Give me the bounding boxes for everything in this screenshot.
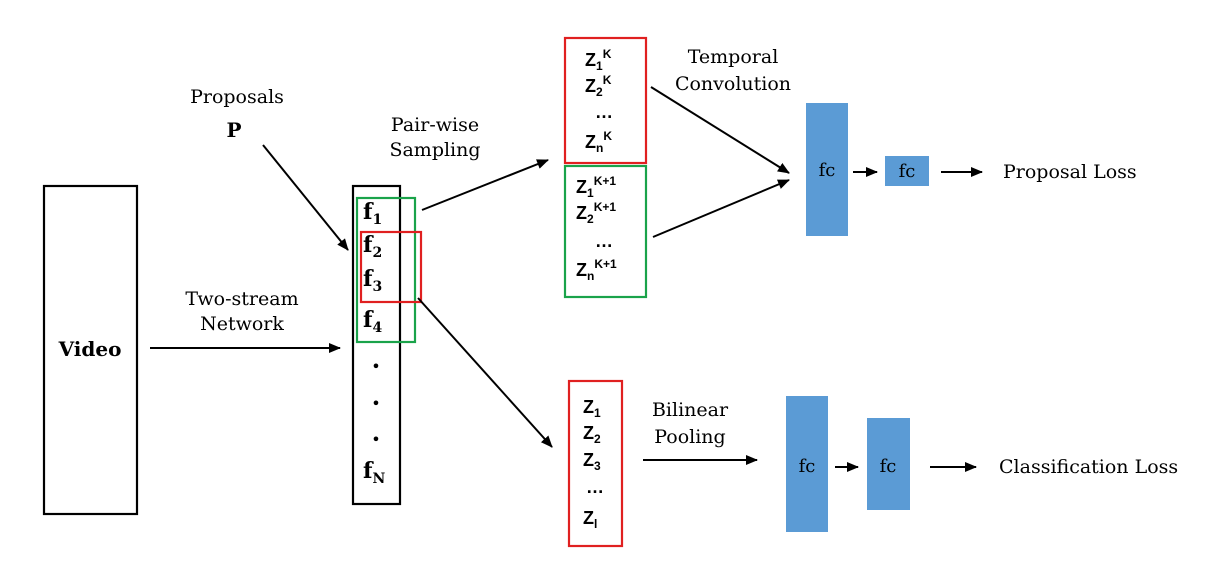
- arrow-setk-to-fc: [650, 86, 790, 174]
- pairwise-label-line2: Sampling: [389, 139, 480, 161]
- set-k-ellipsis: …: [595, 102, 613, 122]
- fc-block-proposal-2: [885, 156, 929, 186]
- set-z-item: Z1: [583, 397, 601, 420]
- set-k-box: [563, 36, 648, 165]
- video-label: Video: [58, 337, 122, 361]
- fc-block-class-2: [867, 418, 910, 510]
- fc-label: fc: [799, 456, 816, 477]
- feature-item: f1: [363, 199, 382, 228]
- set-k1-item: Z1K+1: [576, 174, 616, 200]
- arrow-features-to-z: [417, 297, 553, 448]
- feature-dot: •: [371, 357, 380, 376]
- classification-loss-label: Classification Loss: [999, 456, 1178, 478]
- fc-label: fc: [819, 160, 836, 181]
- feature-dot: •: [371, 394, 380, 413]
- arrow-proposals-to-features: [262, 144, 349, 251]
- feature-item: fN: [363, 458, 385, 487]
- set-k1-item: Z2K+1: [576, 200, 616, 226]
- temporal-label-line2: Convolution: [675, 73, 791, 95]
- fc-label: fc: [880, 456, 897, 477]
- set-k-item: Z2K: [585, 73, 612, 99]
- proposals-symbol: P: [226, 118, 241, 142]
- two-stream-label-line1: Two-stream: [185, 288, 298, 310]
- fc-block-class-1: [786, 396, 828, 532]
- set-z-item: Z2: [583, 423, 601, 446]
- set-k-item: ZnK: [585, 129, 612, 155]
- set-z-box: [567, 379, 624, 548]
- proposals-label: Proposals: [190, 86, 284, 108]
- two-stream-label-line2: Network: [200, 313, 284, 335]
- video-box: [42, 184, 139, 516]
- features-green-window: [355, 196, 417, 344]
- set-k1-item: ZnK+1: [576, 257, 617, 283]
- feature-item: f3: [363, 266, 382, 295]
- fc-label: fc: [899, 161, 916, 182]
- temporal-label-line1: Temporal: [688, 46, 779, 68]
- proposal-loss-label: Proposal Loss: [1003, 161, 1137, 183]
- arrow-setk1-to-fc: [652, 179, 790, 238]
- set-z-item: Z3: [583, 450, 601, 473]
- set-k1-box: [563, 164, 648, 299]
- bilinear-label-line1: Bilinear: [652, 399, 729, 421]
- feature-item: f2: [363, 232, 382, 261]
- fc-block-proposal-1: [806, 103, 848, 236]
- bilinear-label-line2: Pooling: [654, 426, 725, 448]
- pairwise-label-line1: Pair-wise: [391, 114, 479, 136]
- set-z-item: Zl: [583, 508, 597, 531]
- feature-dot: •: [371, 430, 380, 449]
- feature-item: f4: [363, 307, 382, 336]
- features-red-window: [359, 230, 423, 304]
- set-k1-ellipsis: …: [595, 231, 613, 251]
- features-column-box: [351, 184, 402, 506]
- set-k-item: Z1K: [585, 47, 612, 73]
- arrow-features-to-pairs: [421, 159, 549, 211]
- set-z-ellipsis: …: [586, 477, 604, 497]
